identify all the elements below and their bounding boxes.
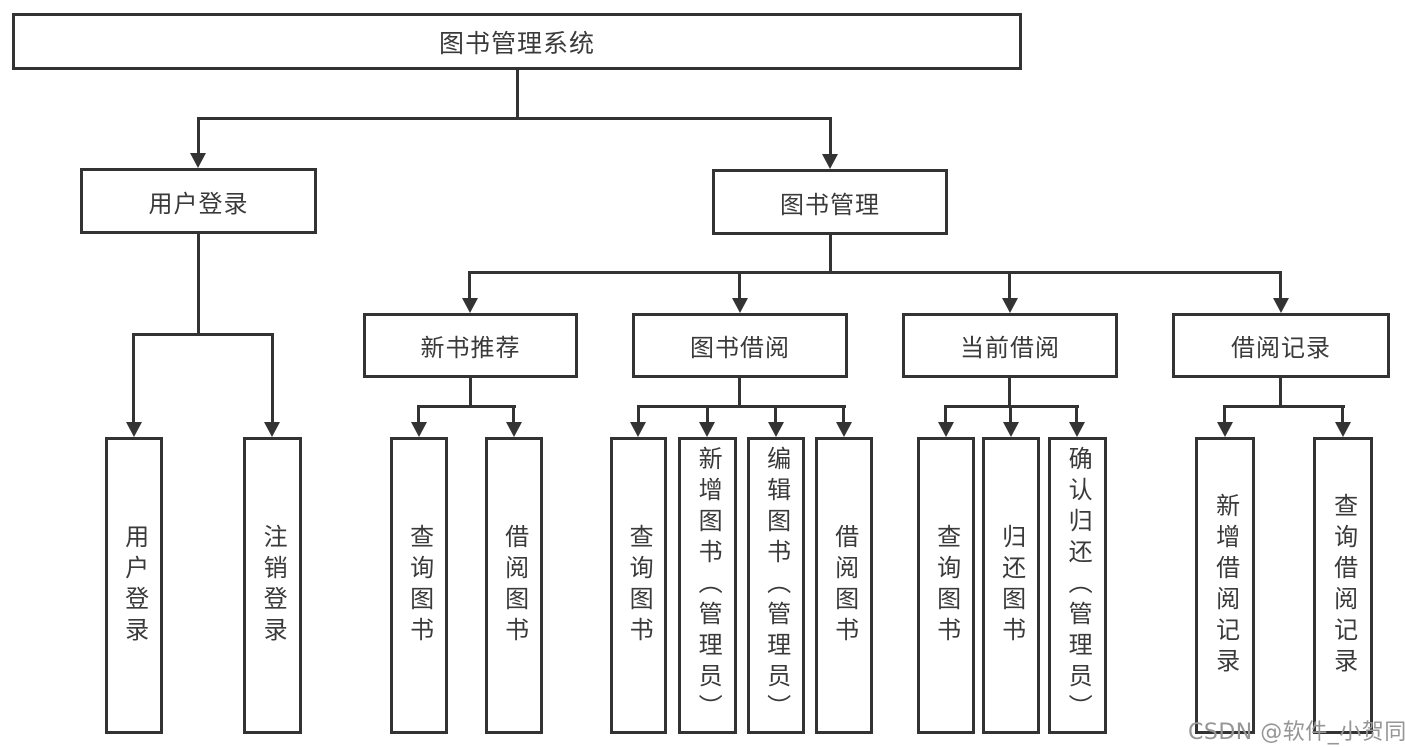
node-book-management: 图书管理 (712, 169, 948, 235)
arrow-down-icon (1069, 422, 1085, 437)
leaf-label: 借阅图书 (500, 523, 529, 648)
arrow-down-icon (630, 422, 646, 437)
node-new-book-recommend: 新书推荐 (363, 313, 578, 378)
connector-line (417, 405, 516, 408)
connector-line (944, 405, 947, 424)
arrow-down-icon (1217, 422, 1233, 437)
connector-line (132, 333, 274, 336)
arrow-down-icon (1002, 298, 1018, 313)
leaf-label: 新增借阅记录 (1211, 492, 1240, 679)
connector-line (1341, 405, 1344, 424)
connector-line (197, 117, 832, 120)
node-user-login: 用户登录 (80, 168, 317, 234)
node-borrowing-records: 借阅记录 (1172, 313, 1390, 378)
connector-line (1223, 405, 1345, 408)
connector-line (637, 405, 640, 424)
leaf-borrow-books-recommend: 借阅图书 (485, 437, 543, 734)
connector-line (516, 69, 519, 120)
arrow-down-icon (126, 422, 142, 437)
arrow-down-icon (699, 422, 715, 437)
node-root: 图书管理系统 (12, 13, 1022, 70)
arrow-down-icon (1335, 422, 1351, 437)
connector-line (1009, 405, 1012, 424)
arrow-down-icon (938, 422, 954, 437)
node-book-borrowing-label: 图书借阅 (690, 334, 790, 362)
leaf-query-borrow-record: 查询借阅记录 (1313, 437, 1373, 734)
arrow-down-icon (1273, 298, 1289, 313)
arrow-down-icon (411, 422, 427, 437)
node-current-borrowing: 当前借阅 (902, 313, 1118, 378)
arrow-down-icon (506, 422, 522, 437)
connector-line (271, 333, 274, 424)
connector-line (1008, 271, 1011, 300)
connector-line (1075, 405, 1078, 424)
leaf-confirm-return-admin: 确认归还（管理员） (1048, 437, 1107, 734)
leaf-add-borrow-record: 新增借阅记录 (1195, 437, 1255, 734)
leaf-query-books-current: 查询图书 (917, 437, 975, 734)
connector-line (738, 377, 741, 408)
connector-line (774, 405, 777, 424)
arrow-down-icon (732, 298, 748, 313)
leaf-label: 查询图书 (625, 523, 654, 648)
leaf-label: 借阅图书 (830, 523, 859, 648)
connector-line (512, 405, 515, 424)
arrow-down-icon (190, 153, 206, 168)
leaf-label: 查询图书 (932, 523, 961, 648)
node-book-management-label: 图书管理 (780, 190, 880, 219)
connector-line (417, 405, 420, 424)
arrow-down-icon (836, 422, 852, 437)
node-borrowing-records-label: 借阅记录 (1231, 334, 1331, 362)
node-user-login-label: 用户登录 (148, 189, 249, 218)
node-current-borrowing-label: 当前借阅 (960, 334, 1060, 362)
leaf-query-books-recommend: 查询图书 (390, 437, 448, 734)
connector-line (197, 233, 200, 336)
arrow-down-icon (264, 422, 280, 437)
leaf-query-books-borrowing: 查询图书 (610, 437, 667, 734)
leaf-return-books: 归还图书 (982, 437, 1040, 734)
leaf-label: 新增图书（管理员） (694, 446, 723, 725)
connector-line (1279, 377, 1282, 408)
leaf-label: 查询图书 (405, 523, 434, 648)
connector-line (1008, 377, 1011, 408)
leaf-edit-books-admin: 编辑图书（管理员） (747, 437, 805, 734)
connector-line (829, 234, 832, 274)
connector-line (468, 271, 471, 300)
connector-line (469, 377, 472, 408)
leaf-label: 归还图书 (997, 523, 1026, 648)
leaf-user-login: 用户登录 (105, 437, 163, 734)
leaf-add-books-admin: 新增图书（管理员） (678, 437, 737, 734)
connector-line (706, 405, 709, 424)
csdn-watermark: CSDN @软件_小贺同学 (1188, 720, 1405, 745)
connector-line (829, 117, 832, 156)
connector-line (197, 117, 200, 155)
leaf-label: 编辑图书（管理员） (762, 446, 791, 725)
arrow-down-icon (768, 422, 784, 437)
arrow-down-icon (822, 154, 838, 169)
leaf-borrow-books: 借阅图书 (815, 437, 873, 734)
connector-line (132, 333, 135, 424)
arrow-down-icon (462, 298, 478, 313)
leaf-label: 注销登录 (259, 523, 288, 648)
node-new-book-recommend-label: 新书推荐 (420, 334, 521, 362)
leaf-label: 确认归还（管理员） (1064, 446, 1093, 725)
node-root-label: 图书管理系统 (438, 28, 595, 58)
connector-line (842, 405, 845, 424)
connector-line (469, 271, 1282, 274)
node-book-borrowing: 图书借阅 (632, 313, 848, 378)
connector-line (637, 405, 846, 408)
leaf-logout: 注销登录 (243, 437, 302, 734)
connector-line (738, 271, 741, 300)
leaf-label: 查询借阅记录 (1329, 492, 1358, 679)
leaf-label: 用户登录 (120, 523, 149, 648)
arrow-down-icon (1003, 422, 1019, 437)
connector-line (1223, 405, 1226, 424)
connector-line (1279, 271, 1282, 300)
